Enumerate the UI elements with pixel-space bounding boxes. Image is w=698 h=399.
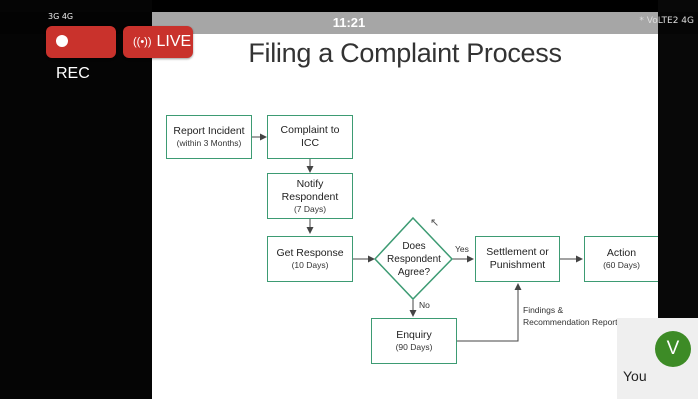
node-complaint-to-icc: Complaint to ICC bbox=[267, 115, 353, 159]
signal-icon: 3G 4G bbox=[48, 12, 74, 21]
findings-label-1: Findings & bbox=[523, 305, 564, 315]
clock: 11:21 bbox=[332, 15, 366, 30]
arrow-enquiry-to-settlement bbox=[457, 283, 522, 342]
yes-label: Yes bbox=[455, 244, 469, 254]
node-label: Complaint to bbox=[280, 124, 340, 136]
left-video-panel bbox=[0, 0, 152, 399]
node-sub-label: (90 Days) bbox=[395, 342, 433, 352]
broadcast-icon: ((•)) bbox=[133, 36, 152, 48]
live-label: LIVE bbox=[156, 33, 192, 50]
node-enquiry: Enquiry (90 Days) bbox=[371, 318, 457, 364]
node-sub-label: (7 Days) bbox=[293, 203, 327, 214]
node-sub-label: (60 Days) bbox=[603, 260, 640, 270]
node-decision-text: Does Respondent Agree? bbox=[378, 240, 450, 279]
node-label: Enquiry bbox=[396, 329, 432, 341]
network-icons: * VoLTE2 4G bbox=[639, 16, 694, 26]
node-label: Report Incident bbox=[173, 125, 245, 137]
node-sub-label: (within 3 Months) bbox=[176, 138, 242, 148]
decision-diamond bbox=[373, 216, 454, 301]
findings-label-2: Recommendation Report bbox=[523, 317, 618, 327]
node-action: Action (60 Days) bbox=[584, 236, 658, 282]
avatar: V bbox=[655, 331, 691, 367]
node-report-incident: Report Incident (within 3 Months) bbox=[166, 115, 252, 159]
record-dot-icon bbox=[56, 35, 68, 47]
node-get-response: Get Response (10 Days) bbox=[267, 236, 353, 282]
node-notify-respondent: Notify Respondent (7 Days) bbox=[267, 173, 353, 219]
node-sub-label: (10 Days) bbox=[291, 260, 329, 270]
node-label: Action bbox=[606, 247, 637, 259]
decision-line-2: Respondent bbox=[387, 254, 441, 265]
node-settlement: Settlement or Punishment bbox=[475, 236, 560, 282]
node-label: Get Response bbox=[276, 247, 344, 259]
node-label: Notify Respondent bbox=[281, 177, 339, 203]
decision-line-3: Agree? bbox=[397, 267, 431, 278]
decision-line-1: Does bbox=[402, 241, 426, 252]
node-label-2: Punishment bbox=[489, 259, 546, 271]
live-badge[interactable]: ((•)) LIVE bbox=[123, 26, 193, 58]
node-label: Settlement or bbox=[486, 246, 549, 258]
rec-label: REC bbox=[56, 65, 90, 82]
node-label-2: ICC bbox=[300, 137, 320, 149]
slide-title: Filing a Complaint Process bbox=[248, 38, 562, 68]
no-label: No bbox=[419, 300, 430, 310]
self-view-name: You bbox=[623, 368, 647, 384]
mouse-cursor-icon: ↖ bbox=[430, 217, 440, 229]
rec-badge[interactable]: REC bbox=[46, 26, 116, 82]
